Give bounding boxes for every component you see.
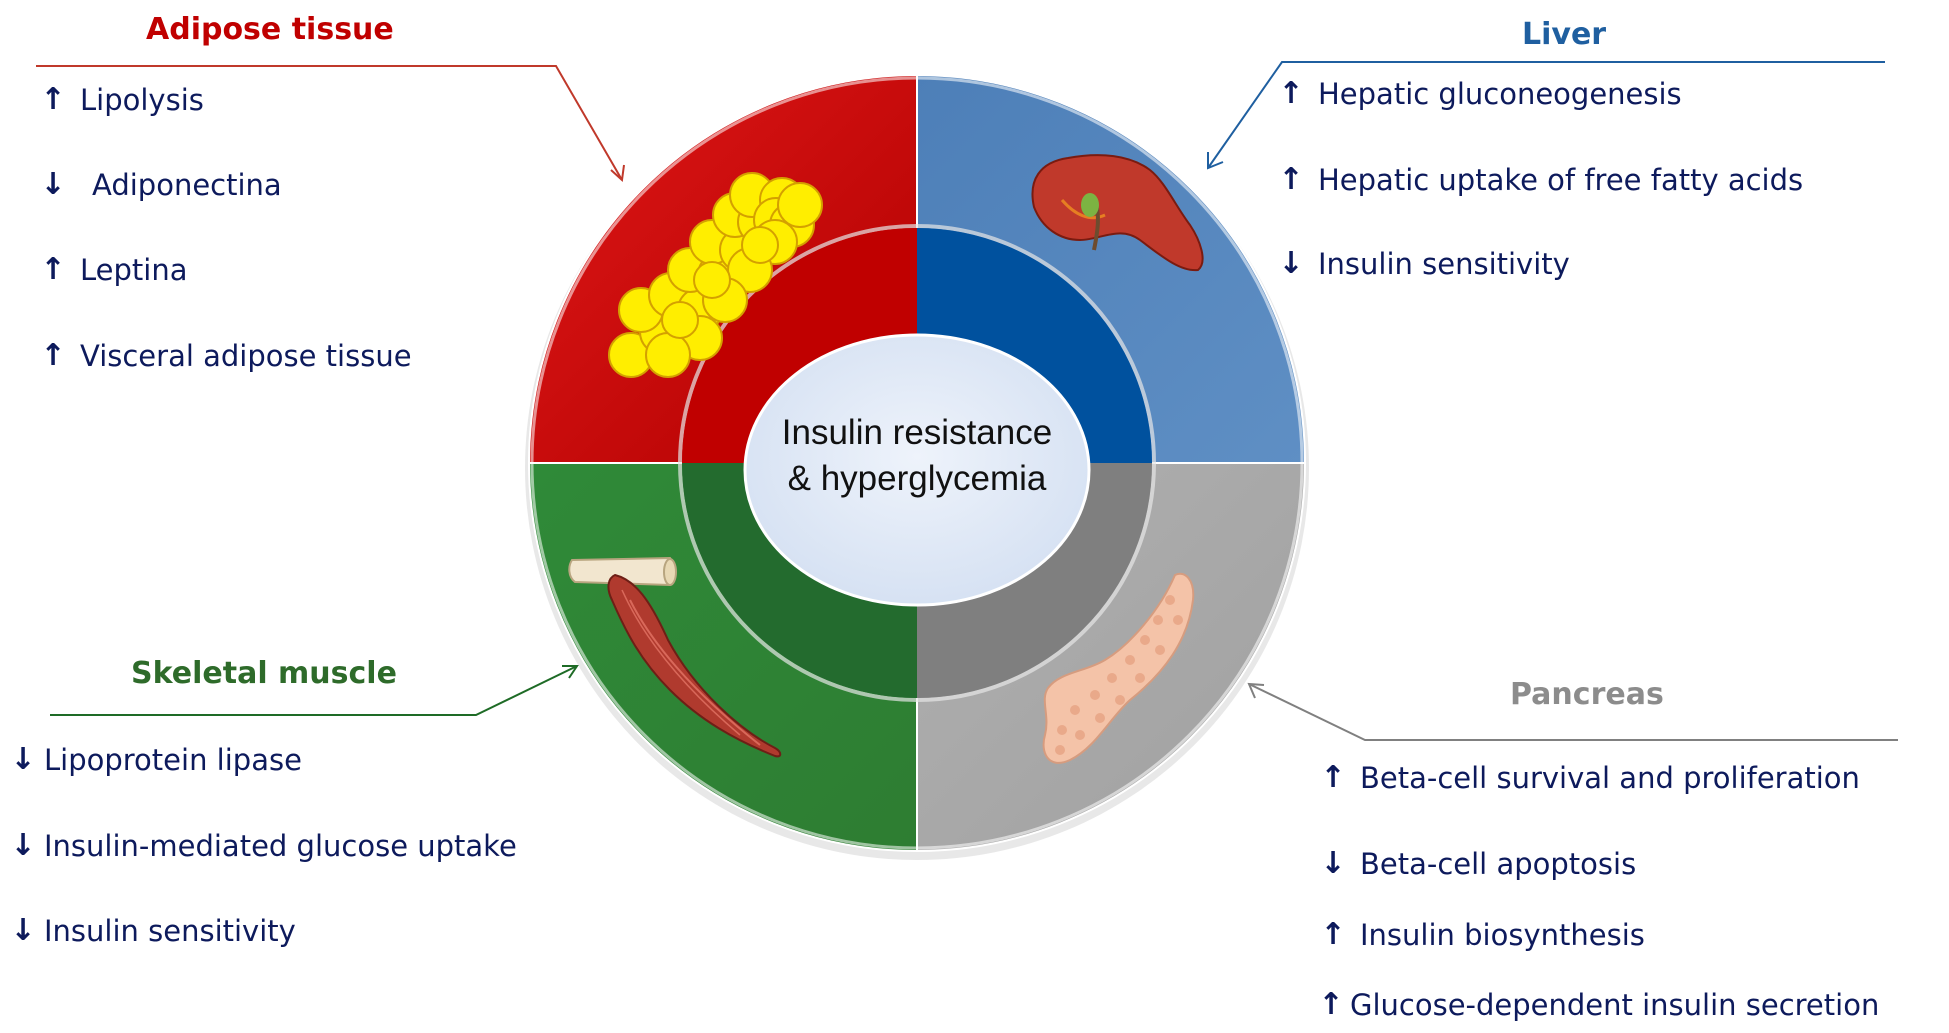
arrow-up-icon: ↑ xyxy=(40,252,66,287)
arrow-up-icon: ↑ xyxy=(1320,917,1346,952)
list-item: ↓ Lipoprotein lipase xyxy=(10,742,302,777)
pancreas-leader xyxy=(1247,682,1898,741)
list-item: ↓ Adiponectina xyxy=(40,167,282,202)
list-item: ↓ Beta-cell apoptosis xyxy=(1320,846,1637,881)
center-label-line-2: & hyperglycemia xyxy=(787,459,1047,498)
arrow-down-icon: ↓ xyxy=(1278,246,1304,281)
liver-title: Liver xyxy=(1522,17,1607,52)
list-item: ↓ Insulin-mediated glucose uptake xyxy=(10,828,517,863)
arrow-up-icon: ↑ xyxy=(1320,760,1346,795)
arrow-up-icon: ↑ xyxy=(40,82,66,117)
list-item: ↓ Insulin sensitivity xyxy=(10,913,296,948)
adipose-title: Adipose tissue xyxy=(146,12,394,47)
pancreas-title: Pancreas xyxy=(1510,677,1664,712)
arrow-down-icon: ↓ xyxy=(40,167,66,202)
muscle-icon xyxy=(568,556,782,758)
center-ellipse xyxy=(743,333,1091,607)
muscle-leader xyxy=(50,665,579,716)
list-item: ↑ Glucose-dependent insulin secretion xyxy=(1318,987,1880,1022)
arrow-up-icon: ↑ xyxy=(1278,76,1304,111)
list-item: ↓ Insulin sensitivity xyxy=(1278,246,1570,281)
arrow-down-icon: ↓ xyxy=(10,742,36,777)
list-item: ↑ Hepatic gluconeogenesis xyxy=(1278,76,1682,111)
list-item: ↑ Beta-cell survival and proliferation xyxy=(1320,760,1860,795)
liver-leader xyxy=(1207,61,1885,170)
center-label: Insulin resistance & hyperglycemia xyxy=(745,410,1089,502)
list-item: ↑ Hepatic uptake of free fatty acids xyxy=(1278,162,1804,197)
pancreas-icon xyxy=(1042,572,1195,764)
list-item: ↑ Leptina xyxy=(40,252,188,287)
list-item: ↑ Insulin biosynthesis xyxy=(1320,917,1645,952)
arrow-down-icon: ↓ xyxy=(1320,846,1346,881)
list-item: ↑ Lipolysis xyxy=(40,82,204,117)
liver-icon xyxy=(1031,154,1204,272)
arrow-up-icon: ↑ xyxy=(40,338,66,373)
muscle-title: Skeletal muscle xyxy=(131,656,397,691)
arrow-down-icon: ↓ xyxy=(10,913,36,948)
center-label-line-1: Insulin resistance xyxy=(781,413,1053,452)
fat-cells-icon xyxy=(608,172,823,378)
adipose-leader xyxy=(36,65,625,183)
arrow-down-icon: ↓ xyxy=(10,828,36,863)
arrow-up-icon: ↑ xyxy=(1318,987,1344,1022)
arrow-up-icon: ↑ xyxy=(1278,162,1304,197)
list-item: ↑ Visceral adipose tissue xyxy=(40,338,412,373)
